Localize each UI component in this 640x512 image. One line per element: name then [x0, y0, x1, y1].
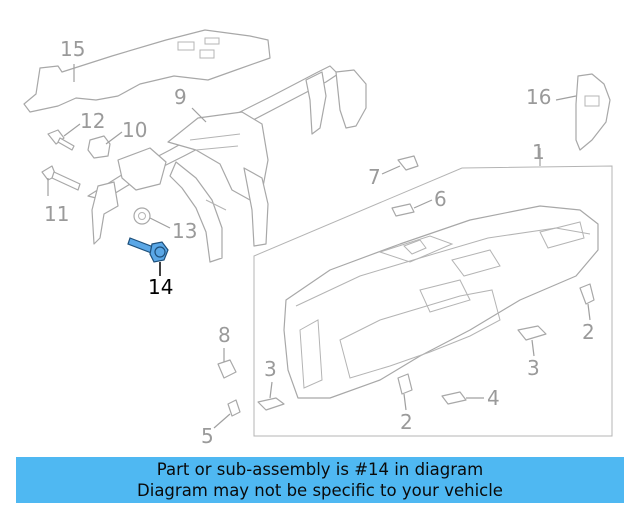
callout-7: 7: [368, 165, 381, 189]
part-3-pad-left: [257, 397, 285, 411]
cover-slot: [199, 49, 215, 59]
leader-13: [149, 217, 171, 229]
part-13-nut: [133, 207, 151, 225]
cover-slot: [177, 41, 195, 51]
leader-2-lower: [403, 393, 407, 411]
leader-10: [105, 131, 123, 145]
callout-10: 10: [122, 118, 147, 142]
part-14-flange-bolt: [127, 237, 169, 263]
leader-3-left: [269, 381, 273, 399]
leader-2-right: [587, 303, 591, 321]
leader-lines: [47, 64, 591, 429]
part-5-screw: [227, 399, 241, 417]
callout-8: 8: [218, 323, 231, 347]
leader-7: [381, 165, 401, 175]
part-16-side-panel: [575, 73, 611, 151]
part-2-bracket-right: [579, 283, 595, 305]
part-10-clip: [87, 135, 111, 159]
banner-line-part: Part or sub-assembly is #14 in diagram: [156, 460, 484, 479]
callout-14: 14: [148, 275, 173, 299]
part-11-stud-bolt: [41, 165, 81, 191]
part-1-instrument-panel-box: [253, 165, 613, 437]
leader-6: [413, 199, 433, 209]
disclaimer-banner: Part or sub-assembly is #14 in diagram D…: [16, 457, 624, 503]
part-1-instrument-panel: [283, 205, 599, 399]
part-3-pad-right: [517, 325, 547, 341]
part-7-clip: [397, 155, 419, 171]
part-15-cover-plate: [23, 29, 271, 113]
callout-4: 4: [487, 386, 500, 410]
leader-5: [213, 413, 231, 429]
leader-9: [191, 107, 207, 123]
callout-13: 13: [172, 219, 197, 243]
leader-3-right: [531, 339, 535, 357]
callout-3-right: 3: [527, 356, 540, 380]
callout-3-left: 3: [264, 357, 277, 381]
part-2-bracket-lower: [397, 373, 413, 395]
part-9-steering-hanger-beam: [87, 65, 367, 263]
callout-11: 11: [44, 202, 69, 226]
callout-12: 12: [80, 109, 105, 133]
callout-1: 1: [532, 140, 545, 164]
callout-5: 5: [201, 424, 214, 448]
callout-2-right: 2: [582, 320, 595, 344]
part-8-grommet: [217, 359, 237, 379]
exploded-parts-diagram: 15 9 12 10 11 13 14 1 16 7 6 2 3 3 2 4 5…: [23, 29, 613, 448]
callout-16: 16: [526, 85, 551, 109]
part-12-screw: [47, 129, 75, 151]
callout-2-lower: 2: [400, 410, 413, 434]
panel-clip: [584, 95, 600, 107]
cover-slot: [204, 37, 220, 45]
callout-15: 15: [60, 37, 85, 61]
leader-16: [555, 95, 577, 101]
callout-9: 9: [174, 85, 187, 109]
leader-12: [63, 123, 81, 137]
callout-labels: 15 9 12 10 11 13 14 1 16 7 6 2 3 3 2 4 5…: [44, 37, 595, 448]
banner-line-disclaimer: Diagram may not be specific to your vehi…: [137, 481, 503, 500]
part-4-pad: [441, 391, 467, 405]
part-6-clip: [391, 203, 415, 217]
callout-6: 6: [434, 187, 447, 211]
